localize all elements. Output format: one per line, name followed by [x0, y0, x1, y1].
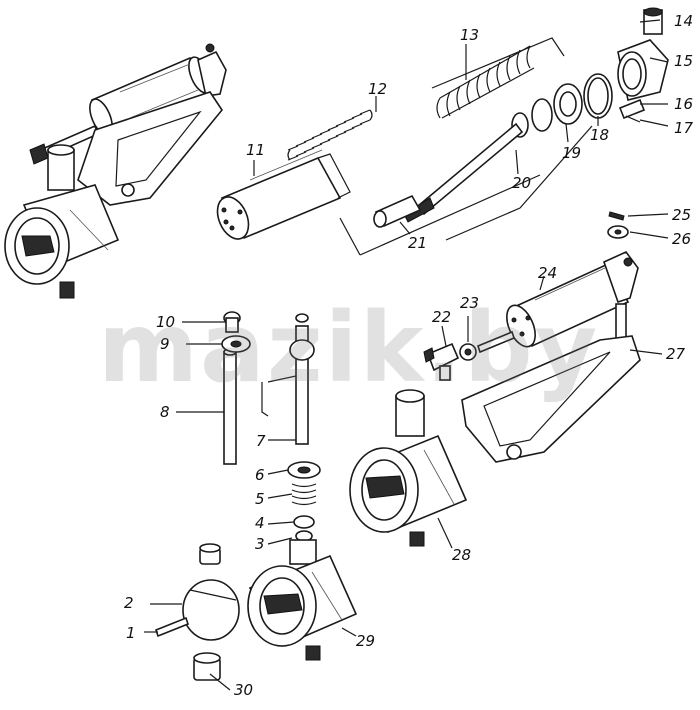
part-label-5: 5 [255, 490, 265, 508]
assembled-unit [4, 43, 227, 299]
part-label-13: 13 [460, 26, 480, 44]
exploded-top-row [216, 7, 669, 256]
part-label-21: 21 [408, 234, 428, 252]
part-label-7: 7 [256, 432, 266, 450]
part-label-6: 6 [255, 466, 265, 484]
cylinder-and-bracket [423, 211, 641, 463]
part-label-22: 22 [432, 308, 452, 326]
part-label-18: 18 [590, 126, 610, 144]
part-label-11: 11 [246, 141, 266, 159]
part-label-16: 16 [674, 95, 694, 113]
part-label-20: 20 [512, 174, 532, 192]
part-label-23: 23 [460, 294, 480, 312]
part-label-12: 12 [368, 80, 388, 98]
part-label-2: 2 [124, 594, 134, 612]
part-label-14: 14 [674, 12, 694, 30]
valve-parts [155, 461, 358, 681]
part-label-17: 17 [674, 119, 694, 137]
part-label-9: 9 [160, 335, 170, 353]
part-label-8: 8 [160, 403, 170, 421]
housing-28 [349, 389, 468, 547]
part-label-27: 27 [666, 345, 686, 363]
part-label-15: 15 [674, 52, 694, 70]
leader-lines [144, 19, 669, 691]
part-label-19: 19 [562, 144, 582, 162]
part-label-3: 3 [255, 535, 265, 553]
shafts [186, 311, 315, 465]
part-label-28: 28 [452, 546, 472, 564]
part-label-4: 4 [255, 514, 265, 532]
part-label-29: 29 [356, 632, 376, 650]
part-label-24: 24 [538, 264, 558, 282]
part-label-1: 1 [126, 624, 136, 642]
part-label-10: 10 [156, 313, 176, 331]
part-label-26: 26 [672, 230, 692, 248]
part-label-25: 25 [672, 206, 692, 224]
part-label-30: 30 [234, 681, 254, 699]
